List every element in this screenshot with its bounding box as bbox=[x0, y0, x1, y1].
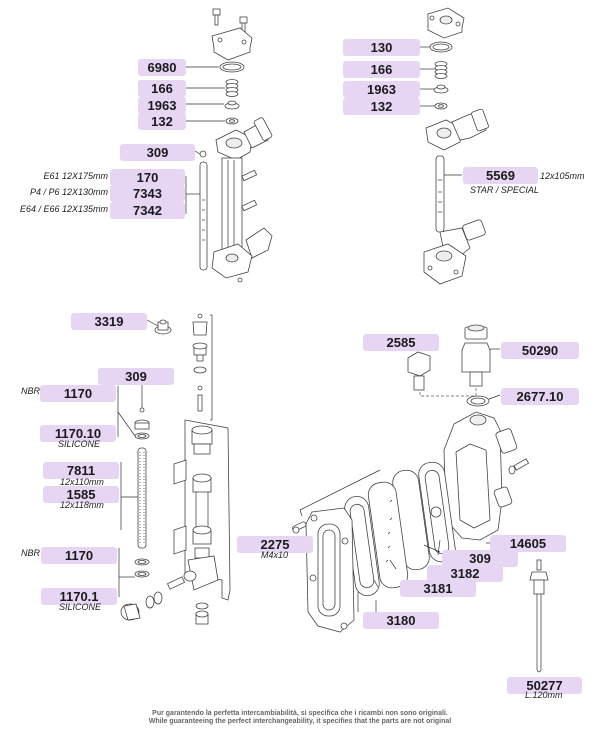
fittings-stack-icon bbox=[192, 313, 213, 421]
material-note-nbr-bottom: NBR bbox=[21, 548, 41, 558]
part-label-5569[interactable]: 5569 bbox=[463, 167, 538, 184]
part-label-2275[interactable]: 2275 bbox=[237, 536, 313, 553]
part-label-7811[interactable]: 7811 bbox=[43, 462, 119, 479]
front-frame-icon bbox=[305, 507, 355, 633]
top-left-assembly-drawing bbox=[185, 8, 273, 283]
glass-window-icon bbox=[367, 481, 409, 589]
part-label-1963[interactable]: 1963 bbox=[138, 97, 186, 114]
part-label-3319[interactable]: 3319 bbox=[71, 313, 147, 330]
spring-icon bbox=[434, 61, 448, 79]
part-label-309[interactable]: 309 bbox=[442, 550, 518, 567]
part-label-132[interactable]: 132 bbox=[343, 98, 420, 115]
disclaimer-english: While guaranteeing the perfect interchan… bbox=[148, 718, 452, 725]
part-label-3182[interactable]: 3182 bbox=[427, 565, 503, 582]
ball-icon bbox=[430, 506, 442, 518]
size-note-2275: M4x10 bbox=[261, 550, 289, 560]
probe-icon bbox=[529, 559, 549, 673]
part-label-1170-bottom[interactable]: 1170 bbox=[41, 547, 117, 564]
gasket-icon bbox=[134, 419, 150, 440]
part-label-170[interactable]: 170 bbox=[110, 169, 185, 186]
cap-nut-icon bbox=[154, 319, 172, 335]
part-label-130[interactable]: 130 bbox=[343, 39, 420, 56]
sight-glass-body-icon bbox=[211, 117, 273, 283]
model-note-star-special: STAR / SPECIAL bbox=[470, 185, 539, 195]
part-label-7343[interactable]: 7343 bbox=[110, 185, 185, 202]
size-note-e64-e66: E64 / E66 12X135mm bbox=[19, 204, 108, 214]
part-label-2585[interactable]: 2585 bbox=[363, 334, 439, 351]
flange-cap-icon bbox=[427, 7, 465, 39]
part-label-14605[interactable]: 14605 bbox=[490, 535, 566, 552]
valve-seal-icon bbox=[433, 84, 449, 94]
part-label-1170-1[interactable]: 1170.1 bbox=[41, 588, 117, 605]
gasket-icon bbox=[134, 558, 150, 578]
part-label-50277[interactable]: 50277 bbox=[507, 677, 582, 694]
size-note-e61: E61 12X175mm bbox=[43, 171, 108, 181]
disclaimer-italian: Pur garantendo la perfetta intercambiabi… bbox=[152, 710, 448, 717]
lower-body-icon bbox=[423, 219, 486, 285]
material-note-silicone-bottom: SILICONE bbox=[59, 602, 102, 612]
part-label-1585[interactable]: 1585 bbox=[43, 486, 119, 503]
part-label-309[interactable]: 309 bbox=[120, 144, 195, 161]
part-label-6980[interactable]: 6980 bbox=[138, 59, 186, 76]
size-note-1585: 12x118mm bbox=[60, 500, 104, 510]
part-label-3181[interactable]: 3181 bbox=[400, 580, 476, 597]
window-body-icon bbox=[443, 411, 530, 541]
spring-icon bbox=[225, 79, 239, 97]
ball-icon bbox=[199, 150, 207, 158]
part-label-166[interactable]: 166 bbox=[138, 80, 186, 97]
part-label-50290[interactable]: 50290 bbox=[501, 342, 579, 359]
part-label-166[interactable]: 166 bbox=[343, 61, 420, 78]
level-body-icon bbox=[183, 425, 219, 625]
size-note-5569: 12x105mm bbox=[540, 171, 585, 181]
sight-glass-tube-icon bbox=[435, 155, 445, 233]
part-label-132[interactable]: 132 bbox=[138, 113, 186, 130]
part-label-7342[interactable]: 7342 bbox=[110, 202, 185, 219]
size-note-50277: L.120mm bbox=[525, 690, 563, 700]
part-label-1170-top[interactable]: 1170 bbox=[40, 385, 116, 402]
size-note-7811: 12x110mm bbox=[60, 477, 104, 487]
flange-cap-icon bbox=[211, 27, 253, 61]
top-right-assembly-drawing bbox=[420, 7, 489, 285]
part-label-3180[interactable]: 3180 bbox=[363, 612, 439, 629]
part-label-1170-10[interactable]: 1170.10 bbox=[40, 425, 116, 442]
material-note-silicone-top: SILICONE bbox=[58, 439, 101, 449]
fitting-icon bbox=[461, 324, 491, 387]
upper-body-icon bbox=[425, 108, 489, 151]
screw-icon bbox=[292, 521, 307, 534]
part-label-1963[interactable]: 1963 bbox=[343, 81, 420, 98]
sight-glass-tube-icon bbox=[199, 161, 208, 271]
size-note-p4-p6: P4 / P6 12X130mm bbox=[29, 187, 108, 197]
ball-icon bbox=[139, 407, 145, 413]
drain-plug-icon bbox=[120, 576, 186, 621]
part-label-309[interactable]: 309 bbox=[98, 368, 174, 385]
bottom-left-assembly-drawing bbox=[117, 313, 231, 625]
sight-glass-tube-icon bbox=[137, 447, 147, 549]
valve-seal-icon bbox=[224, 100, 240, 110]
bolt-icon bbox=[212, 8, 248, 34]
plug-screw-icon bbox=[403, 344, 431, 391]
part-label-2677-10[interactable]: 2677.10 bbox=[501, 388, 579, 405]
material-note-nbr-top: NBR bbox=[21, 386, 41, 396]
bottom-right-assembly-drawing bbox=[292, 324, 549, 673]
